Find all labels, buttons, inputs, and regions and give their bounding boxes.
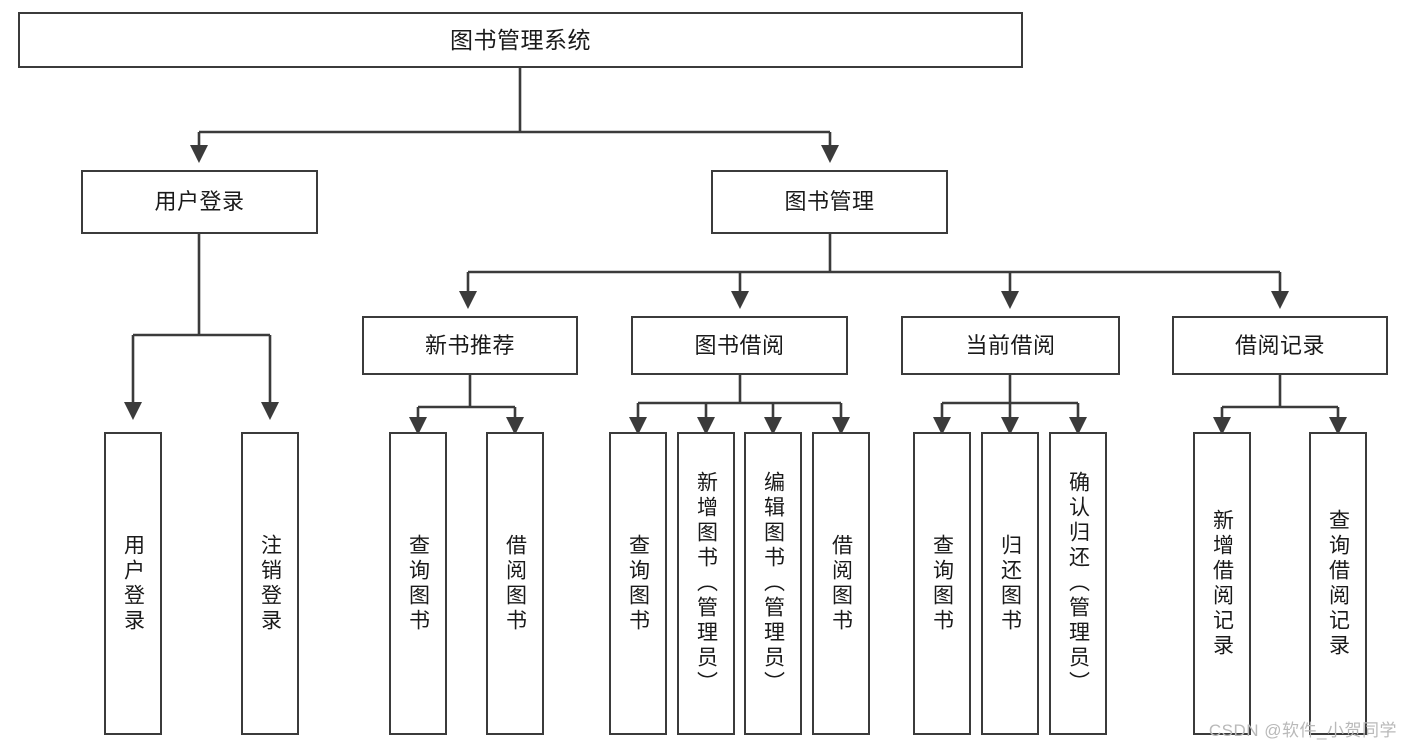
node-book-manage[interactable]: 图书管理 (711, 170, 948, 234)
node-current-borrow[interactable]: 当前借阅 (901, 316, 1120, 375)
node-leaf-add-book-label: 新增图书（管理员） (694, 471, 718, 696)
node-book-borrow[interactable]: 图书借阅 (631, 316, 848, 375)
node-leaf-edit-book-label: 编辑图书（管理员） (761, 471, 785, 696)
node-leaf-query-record-label: 查询借阅记录 (1326, 508, 1350, 659)
node-leaf-return-book-label: 归还图书 (998, 533, 1022, 634)
node-leaf-confirm-return-label: 确认归还（管理员） (1066, 471, 1090, 696)
node-book-manage-label: 图书管理 (784, 189, 875, 215)
node-leaf-logout[interactable]: 注销登录 (241, 432, 299, 735)
node-leaf-borrow-book-1-label: 借阅图书 (503, 533, 527, 634)
watermark-text: CSDN @软件_小贺同学 (1208, 721, 1397, 740)
node-user-login-label: 用户登录 (154, 189, 245, 215)
node-leaf-query-book-1-label: 查询图书 (406, 533, 430, 634)
node-leaf-return-book[interactable]: 归还图书 (981, 432, 1039, 735)
node-leaf-query-book-2[interactable]: 查询图书 (609, 432, 667, 735)
node-leaf-query-book-3[interactable]: 查询图书 (913, 432, 971, 735)
node-user-login[interactable]: 用户登录 (81, 170, 318, 234)
node-root-label: 图书管理系统 (450, 26, 591, 53)
node-new-book-recommend[interactable]: 新书推荐 (362, 316, 578, 375)
node-book-borrow-label: 图书借阅 (694, 332, 785, 358)
node-borrow-record-label: 借阅记录 (1234, 332, 1325, 358)
node-leaf-query-book-1[interactable]: 查询图书 (389, 432, 447, 735)
node-leaf-add-record-label: 新增借阅记录 (1210, 508, 1234, 659)
node-leaf-add-record[interactable]: 新增借阅记录 (1193, 432, 1251, 735)
node-leaf-confirm-return[interactable]: 确认归还（管理员） (1049, 432, 1107, 735)
node-leaf-user-login-label: 用户登录 (121, 533, 145, 634)
node-leaf-borrow-book-1[interactable]: 借阅图书 (486, 432, 544, 735)
node-leaf-query-book-2-label: 查询图书 (626, 533, 650, 634)
node-leaf-user-login[interactable]: 用户登录 (104, 432, 162, 735)
node-leaf-borrow-book-2-label: 借阅图书 (829, 533, 853, 634)
node-current-borrow-label: 当前借阅 (965, 332, 1056, 358)
node-leaf-query-record[interactable]: 查询借阅记录 (1309, 432, 1367, 735)
node-new-book-recommend-label: 新书推荐 (424, 332, 515, 358)
node-root[interactable]: 图书管理系统 (18, 12, 1023, 68)
node-leaf-borrow-book-2[interactable]: 借阅图书 (812, 432, 870, 735)
node-borrow-record[interactable]: 借阅记录 (1172, 316, 1388, 375)
node-leaf-query-book-3-label: 查询图书 (930, 533, 954, 634)
node-leaf-logout-label: 注销登录 (258, 533, 282, 634)
node-leaf-add-book[interactable]: 新增图书（管理员） (677, 432, 735, 735)
node-leaf-edit-book[interactable]: 编辑图书（管理员） (744, 432, 802, 735)
